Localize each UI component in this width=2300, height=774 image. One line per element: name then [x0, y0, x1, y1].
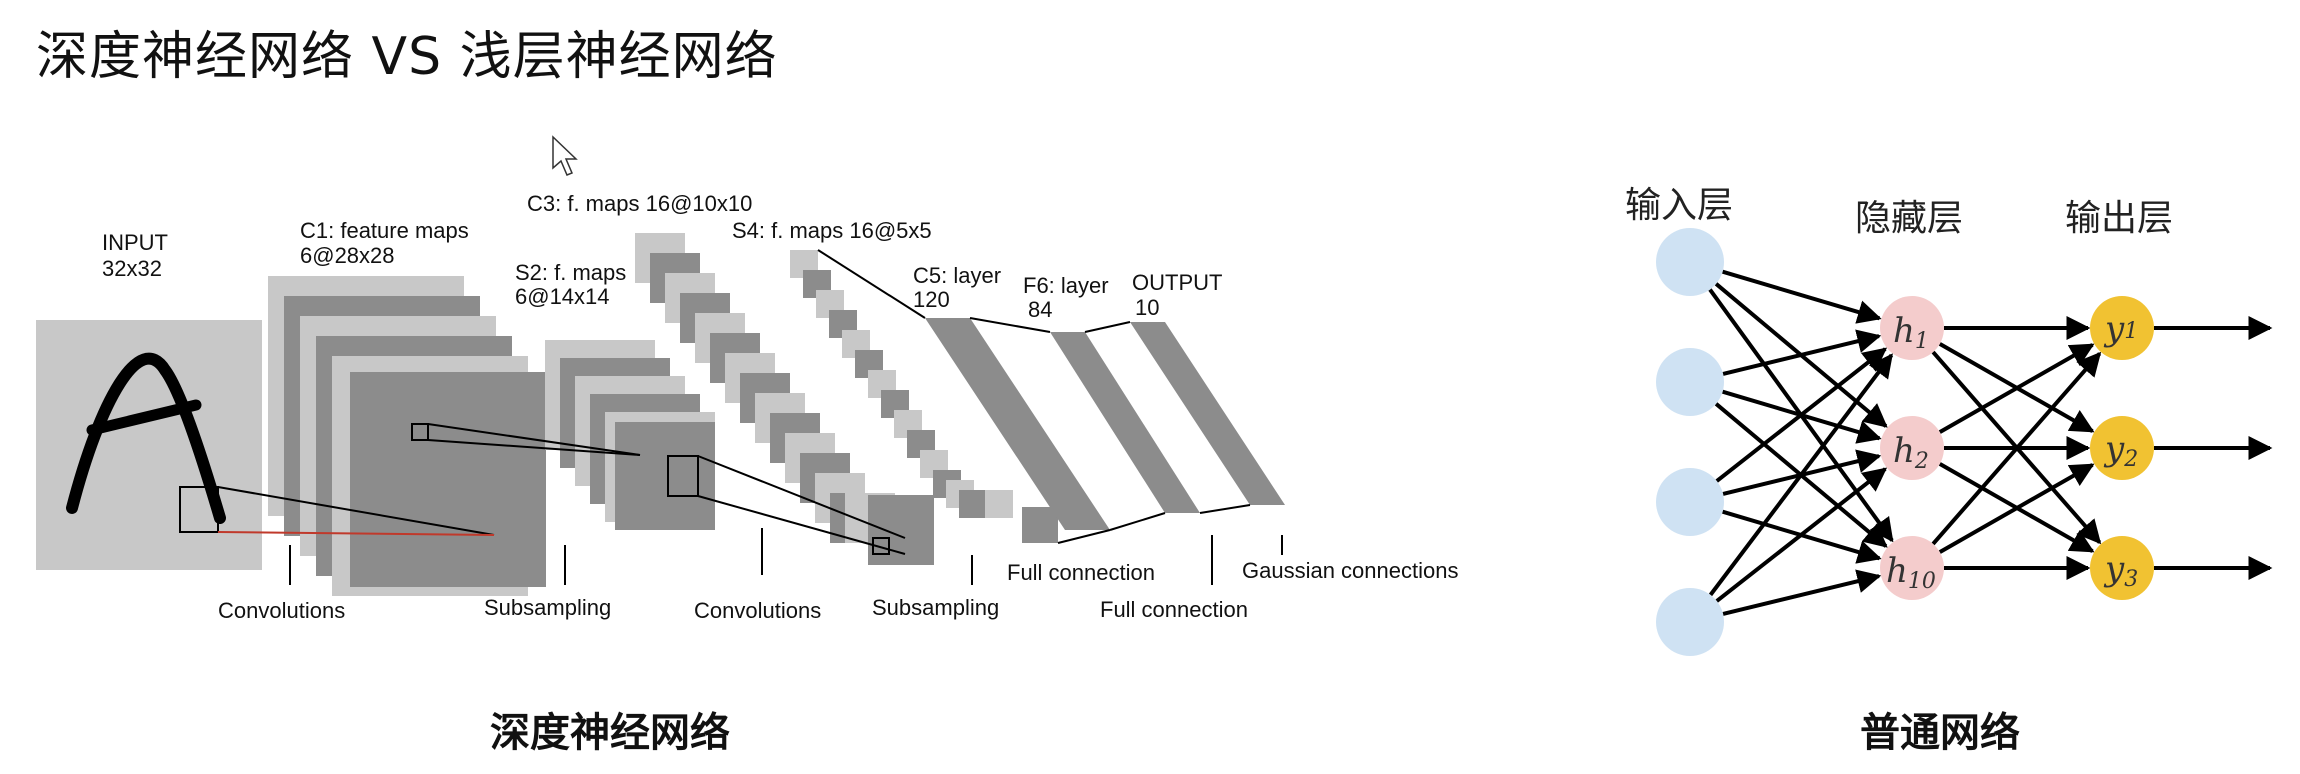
input-node [1656, 468, 1724, 536]
c1-feature-maps [268, 276, 546, 596]
output-node-y2 [2090, 416, 2154, 480]
f6-label-2: 84 [1028, 297, 1052, 322]
c1-label-1: C1: feature maps [300, 218, 469, 243]
hidden-layer-label: 隐藏层 [1855, 198, 1963, 239]
op-subsampling-1: Subsampling [484, 595, 611, 620]
output-layer-label: 输出层 [2065, 198, 2173, 239]
output-layer [1130, 322, 1285, 505]
output-label-y3: y3 [2103, 549, 2138, 592]
nn-edge-input-hidden [1715, 467, 1888, 603]
s2-label-1: S2: f. maps [515, 260, 626, 285]
f6-layer [1050, 332, 1200, 513]
output-label-y2: y2 [2103, 429, 2138, 472]
page-title: 深度神经网络 VS 浅层神经网络 [36, 27, 778, 87]
output-label-2: 10 [1135, 295, 1159, 320]
op-convolutions-1: Convolutions [218, 598, 345, 623]
s2-label-2: 6@14x14 [515, 284, 610, 309]
c3-label: C3: f. maps 16@10x10 [527, 191, 752, 216]
input-label-1: INPUT [102, 230, 168, 255]
nn-diagram: h1 h2 h10 y1 y2 y3 输入层 隐藏层 输出层 [1625, 185, 2273, 656]
nn-edge-hidden-output [1938, 343, 2095, 434]
s4-label: S4: f. maps 16@5x5 [732, 218, 932, 243]
nn-edge-input-hidden [1722, 329, 1882, 376]
hidden-node-h1 [1880, 296, 1944, 360]
op-full-connection-1: Full connection [1007, 560, 1155, 585]
nn-caption: 普通网络 [1860, 710, 2020, 756]
hidden-node-h10 [1880, 536, 1944, 600]
c5-label-1: C5: layer [913, 263, 1001, 288]
input-node [1656, 348, 1724, 416]
hidden-label-h1: h1 [1893, 311, 1929, 354]
nn-edge-input-hidden [1708, 353, 1894, 597]
op-convolutions-2: Convolutions [694, 598, 821, 623]
input-layer-label: 输入层 [1625, 185, 1733, 226]
nn-edges [1708, 269, 2273, 616]
output-node-y3 [2090, 536, 2154, 600]
cursor-icon [552, 135, 578, 176]
input-node [1656, 588, 1724, 656]
output-label-1: OUTPUT [1132, 270, 1222, 295]
op-full-connection-2: Full connection [1100, 597, 1248, 622]
hidden-label-h2: h2 [1893, 431, 1929, 474]
c5-label-2: 120 [913, 287, 950, 312]
input-label-2: 32x32 [102, 256, 162, 281]
s2-feature-maps [545, 340, 715, 530]
hidden-node-h2 [1880, 416, 1944, 480]
nn-edge-input-hidden [1722, 269, 1882, 324]
output-label-y1: y1 [2103, 309, 2138, 349]
cnn-diagram: INPUT 32x32 C1: feature maps 6@28x28 C3:… [36, 191, 1458, 623]
output-node-y1 [2090, 296, 2154, 360]
hidden-label-h10: h10 [1886, 551, 1936, 594]
c3-feature-maps [635, 233, 934, 565]
c5-layer [925, 318, 1110, 530]
op-gaussian-connections: Gaussian connections [1242, 558, 1458, 583]
nn-edge-input-hidden [1722, 569, 1882, 616]
letter-a-glyph [66, 352, 226, 524]
nn-edge-hidden-output [1931, 351, 2102, 546]
c1-label-2: 6@28x28 [300, 243, 395, 268]
cnn-caption: 深度神经网络 [490, 710, 730, 756]
f6-label-1: F6: layer [1023, 273, 1109, 298]
input-node [1656, 228, 1724, 296]
s4-feature-maps [790, 250, 1058, 543]
op-subsampling-2: Subsampling [872, 595, 999, 620]
nn-edge-hidden-output [1938, 463, 2095, 554]
nn-edge-input-hidden [1715, 347, 1888, 483]
